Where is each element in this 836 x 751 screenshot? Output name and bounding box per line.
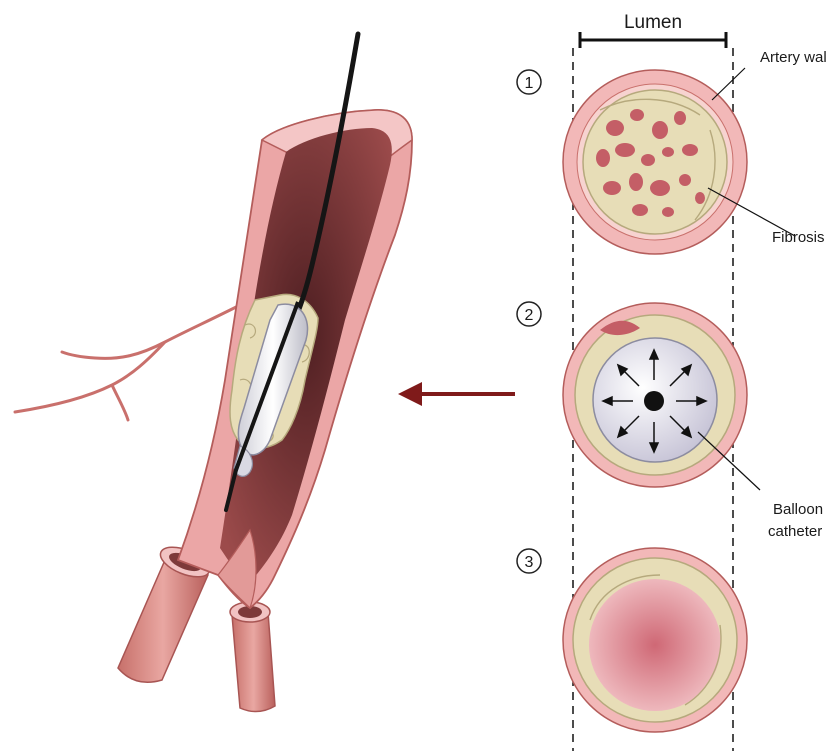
step-1-marker: 1: [517, 70, 541, 94]
step-3-marker: 3: [517, 549, 541, 573]
catheter-core: [644, 391, 664, 411]
left-branch-tube: [118, 560, 208, 682]
cross-section-1: [563, 70, 747, 254]
right-branch-tube: [232, 612, 275, 712]
balloon-label-line2: catheter: [768, 523, 822, 540]
svg-text:1: 1: [525, 75, 534, 92]
vessel-illustration: [15, 34, 412, 712]
cross-section-3: [563, 548, 747, 732]
side-branch-artery: [15, 300, 250, 420]
svg-text:3: 3: [525, 554, 534, 571]
fibrosis-label: Fibrosis: [772, 229, 825, 246]
svg-text:2: 2: [525, 307, 534, 324]
artery-wall-label: Artery wal: [760, 49, 827, 66]
direction-arrow: [398, 382, 515, 406]
artery-wall-leader: [712, 68, 745, 100]
step-2-marker: 2: [517, 302, 541, 326]
lumen-label: Lumen: [624, 12, 682, 33]
cross-section-2: [563, 303, 747, 487]
balloon-label-line1: Balloon: [773, 501, 823, 518]
lumen-bracket: [580, 32, 726, 48]
